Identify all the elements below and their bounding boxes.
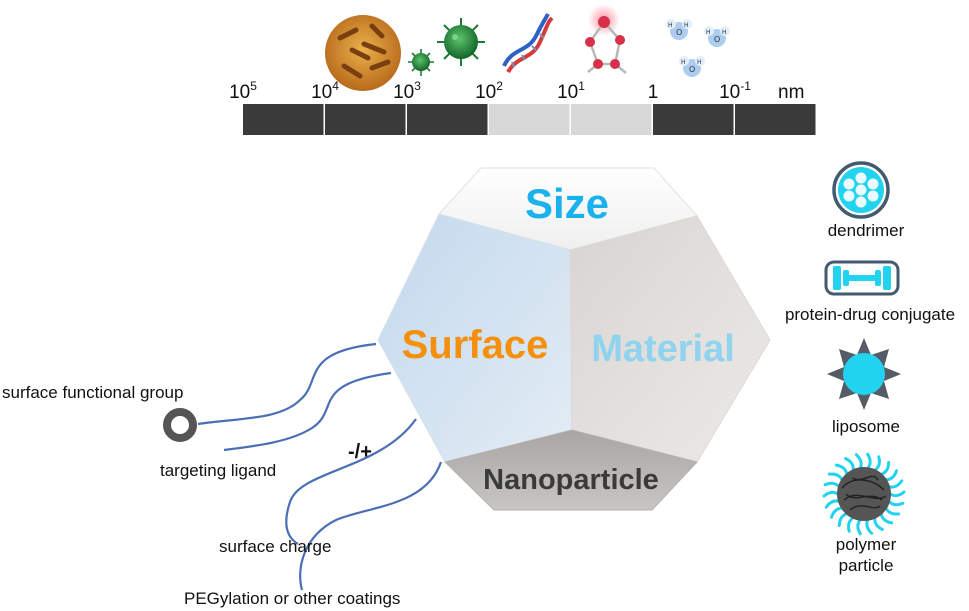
polymer-chain — [888, 490, 906, 498]
scale-tick-label: 102 — [475, 79, 503, 103]
label-size: Size — [525, 180, 609, 227]
polymer-chain — [827, 472, 844, 482]
polymer-chain — [887, 499, 905, 507]
scale-segment-light — [571, 104, 652, 135]
svg-text:H: H — [681, 59, 686, 66]
svg-text:H: H — [706, 29, 711, 36]
size-scale-ticks: 105 104 103 102 101 1 10-1 — [229, 79, 751, 103]
polymer-chain — [884, 506, 901, 516]
svg-text:H: H — [697, 59, 702, 66]
scale-tick-label: 105 — [229, 79, 257, 103]
feature-pegylation: PEGylation or other coatings — [184, 589, 400, 608]
polymer-chain — [865, 518, 874, 535]
scale-unit-label: nm — [778, 82, 804, 103]
label-surface: Surface — [402, 323, 549, 367]
feature-surface-charge: surface charge — [219, 537, 331, 556]
scale-segment-light — [489, 104, 570, 135]
scale-segment-dark — [653, 104, 734, 135]
scale-tick-label: 1 — [648, 82, 659, 103]
charge-symbol: -/+ — [348, 441, 372, 463]
connector-functional-group — [197, 342, 377, 426]
molecule-icon — [585, 4, 627, 74]
dna-icon — [502, 13, 554, 74]
polymer-chain — [844, 457, 855, 472]
polymer-chain — [854, 453, 863, 470]
material-liposome: liposome — [832, 417, 900, 436]
dendrimer-icon — [832, 161, 890, 219]
bacterium-icon — [325, 15, 401, 91]
nanoparticle-polyhedron — [377, 167, 771, 511]
water-molecules-icon: O H H O H H O H H — [666, 19, 730, 77]
label-nanoparticle: Nanoparticle — [483, 464, 659, 496]
polymer-chain — [866, 452, 872, 470]
feature-surface-functional-group: surface functional group — [2, 383, 183, 402]
scale-tick-label: 103 — [393, 79, 421, 103]
svg-text:O: O — [714, 35, 720, 44]
polymer-chain — [879, 512, 894, 525]
material-polymer-particle-line1: polymer — [836, 535, 897, 554]
polymer-chain — [822, 490, 840, 498]
virus-icon — [437, 18, 485, 66]
connector-targeting-ligand — [223, 371, 392, 452]
material-polymer-particle-line2: particle — [839, 556, 894, 575]
polymer-chain — [834, 463, 849, 476]
polymer-chain — [887, 479, 904, 489]
scale-segment-dark — [243, 104, 324, 135]
svg-text:H: H — [668, 22, 673, 29]
polymer-chain — [824, 499, 841, 509]
polymer-chain — [830, 506, 844, 519]
scale-tick-label: 101 — [557, 79, 585, 103]
size-scale-bar — [243, 104, 816, 135]
liposome-icon — [827, 338, 901, 410]
polymer-chain — [856, 518, 862, 536]
polymer-chain — [873, 455, 881, 472]
material-protein-drug-conjugate: protein-drug conjugate — [785, 305, 955, 324]
scale-segment-dark — [325, 104, 406, 135]
material-dendrimer: dendrimer — [828, 221, 905, 240]
small-virus-icon — [408, 49, 434, 76]
polymer-particle-icon — [822, 452, 906, 536]
polymer-chain — [847, 516, 855, 533]
scale-segment-dark — [735, 104, 816, 135]
polymer-chain — [837, 512, 849, 527]
scale-tick-label: 104 — [311, 79, 339, 103]
connector-pegylation — [299, 461, 443, 591]
polymer-chain — [884, 469, 898, 482]
feature-targeting-ligand: targeting ligand — [160, 461, 276, 480]
face-nanoparticle — [444, 429, 698, 511]
label-material: Material — [591, 328, 735, 370]
svg-text:H: H — [684, 22, 689, 29]
surface-connectors — [197, 342, 443, 591]
protein-drug-conjugate-icon — [824, 260, 900, 296]
functional-group-ring-icon — [163, 408, 197, 442]
scale-segment-dark — [407, 104, 488, 135]
svg-text:H: H — [722, 29, 727, 36]
scale-tick-label: 10-1 — [719, 79, 751, 103]
polymer-chain — [823, 481, 841, 489]
polymer-chain — [873, 516, 884, 531]
svg-text:O: O — [689, 65, 695, 74]
face-material — [569, 215, 771, 463]
connector-surface-charge — [285, 418, 417, 545]
polymer-chain — [879, 461, 891, 476]
svg-text:O: O — [676, 28, 682, 37]
